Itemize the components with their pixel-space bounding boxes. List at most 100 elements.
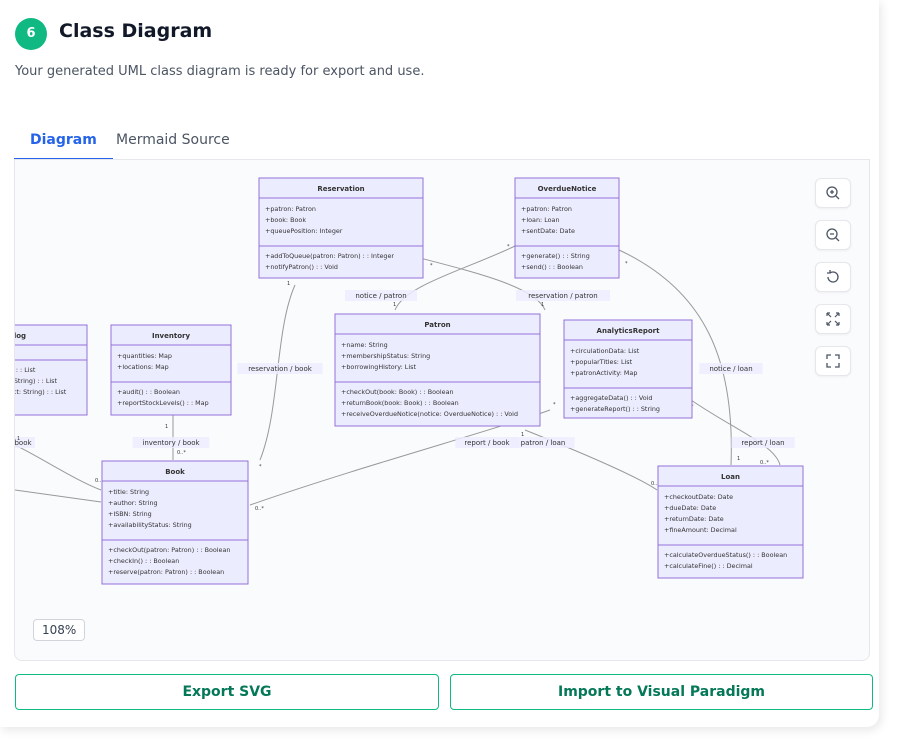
class-method: +calculateOverdueStatus() : : Boolean [664, 551, 787, 559]
tab-mermaid-source[interactable]: Mermaid Source [116, 132, 230, 148]
fit-icon [826, 312, 840, 326]
edge-catalog-book [15, 444, 102, 491]
fullscreen-icon [826, 354, 840, 368]
zoom-in-button[interactable] [815, 178, 851, 208]
tab-diagram[interactable]: Diagram [14, 122, 113, 160]
edge-label: book [15, 439, 32, 447]
edge-label-background [731, 437, 795, 448]
class-method: +reserve(patron: Patron) : : Boolean [108, 568, 224, 576]
class-patron[interactable]: Patron+name: String+membershipStatus: St… [334, 313, 541, 427]
edge-label-group: report / book*0..* [255, 402, 556, 512]
class-box [514, 177, 620, 279]
edge-label-background [699, 363, 763, 374]
fit-button[interactable] [815, 304, 851, 334]
class-method: +audit() : : Boolean [117, 388, 180, 396]
class-name: Book [165, 468, 185, 476]
edge-label: reservation / patron [528, 292, 597, 300]
class-attribute: +queuePosition: Integer [265, 227, 343, 235]
class-name: Loan [721, 473, 740, 481]
class-book[interactable]: Book +title: String +author: String +ISBN: … [101, 460, 249, 585]
class-reservation[interactable]: Reservation +patron: Patron +book: Book +qu… [258, 177, 424, 279]
class-method: +filterByGenre(genre: String) : : List [15, 377, 58, 385]
edge-notice-patron [394, 245, 516, 311]
class-attribute: +borrowingHistory: List [341, 363, 416, 371]
edge-notice-loan [618, 249, 732, 466]
class-attribute: +patronActivity: Map [570, 369, 637, 377]
class-method: +reportStockLevels() : : Map [117, 399, 209, 407]
edge-label: inventory / book [142, 439, 200, 447]
class-attribute: +popularTitles: List [570, 358, 633, 366]
export-svg-button[interactable]: Export SVG [15, 674, 439, 710]
class-catalog[interactable]: Catalog+search(query: String) : : List+f… [15, 324, 88, 416]
edge-label-background [345, 290, 417, 301]
zoom-out-button[interactable] [815, 220, 851, 250]
cardinality-label: 1 [165, 424, 168, 430]
class-attribute: +fineAmount: Decimal [664, 526, 737, 534]
edge-label: patron / loan [521, 439, 566, 447]
edge-label-background [132, 437, 210, 448]
class-attribute: +book: Book [265, 216, 306, 224]
cardinality-label: * [430, 263, 433, 269]
class-name: Reservation [317, 185, 364, 193]
class-method: +checkIn() : : Boolean [108, 557, 179, 565]
class-box [258, 177, 424, 279]
class-method: +calculateFine() : : Decimal [664, 562, 753, 570]
edge-label-group: reservation / book*1 [237, 281, 323, 470]
edge-label-group: notice / patron*1 [345, 244, 510, 308]
class-box [657, 465, 804, 579]
class-loan[interactable]: Loan+checkoutDate: Date+dueDate: Date+re… [657, 465, 804, 579]
page-title: Class Diagram [59, 20, 213, 42]
class-method: +aggregateData() : : Void [570, 394, 652, 402]
edge-catalog-book-2 [15, 489, 102, 503]
class-diagram-card: 6 Class Diagram Your generated UML class… [14, 18, 873, 710]
tab-bar: Diagram Mermaid Source [14, 122, 869, 160]
cardinality-label: 0..* [760, 460, 769, 466]
class-box [563, 319, 693, 419]
zoom-in-icon [826, 186, 840, 200]
zoom-controls [815, 178, 853, 388]
class-method: +checkOut(patron: Patron) : : Boolean [108, 546, 230, 554]
class-box [110, 324, 232, 416]
cardinality-label: 0..* [255, 506, 264, 512]
page-subtitle: Your generated UML class diagram is read… [15, 64, 425, 79]
class-attribute: +patron: Patron [265, 205, 316, 213]
class-name: OverdueNotice [538, 185, 597, 193]
class-inventory[interactable]: Inventory+quantities: Map+locations: Map… [110, 324, 232, 416]
class-attribute: +title: String [108, 488, 149, 496]
cardinality-label: 0..* [177, 450, 186, 456]
class-attribute: +availabilityStatus: String [108, 521, 192, 529]
class-attribute: +sentDate: Date [521, 227, 575, 235]
class-method: +addToQueue(patron: Patron) : : Integer [265, 252, 394, 260]
class-method: +returnBook(book: Book) : : Boolean [341, 399, 459, 407]
class-analyticsreport[interactable]: AnalyticsReport+circulationData: List+po… [563, 319, 693, 419]
edge-label-background [511, 437, 575, 448]
edge-label: reservation / book [248, 365, 313, 373]
import-visual-paradigm-button[interactable]: Import to Visual Paradigm [450, 674, 873, 710]
cardinality-label: * [507, 244, 510, 250]
reset-icon [827, 270, 839, 283]
class-attribute: +quantities: Map [117, 352, 172, 360]
class-name: AnalyticsReport [597, 327, 661, 335]
class-overduenotice[interactable]: OverdueNotice+patron: Patron+loan: Loan+… [514, 177, 620, 279]
reset-button[interactable] [815, 262, 851, 292]
class-name: Catalog [15, 332, 26, 340]
class-method: +filterBySubject(subject: String) : : Li… [15, 388, 67, 396]
fullscreen-button[interactable] [815, 346, 851, 376]
class-attribute: +checkoutDate: Date [664, 493, 733, 501]
class-attribute: +loan: Loan [521, 216, 560, 224]
cardinality-label: 1 [393, 302, 396, 308]
class-method: +checkOut(book: Book) : : Boolean [341, 388, 454, 396]
class-attribute: +locations: Map [117, 363, 169, 371]
class-attribute: +author: String [108, 499, 158, 507]
class-attribute: +dueDate: Date [664, 504, 716, 512]
class-method: +generateReport() : : String [570, 405, 660, 413]
cardinality-label: 1 [521, 432, 524, 438]
class-attribute: +ISBN: String [108, 510, 152, 518]
class-method: +receiveOverdueNotice(notice: OverdueNot… [341, 410, 518, 418]
class-method: +notifyPatron() : : Void [265, 263, 338, 271]
edge-label-group: reservation / patron*1 [430, 263, 610, 308]
